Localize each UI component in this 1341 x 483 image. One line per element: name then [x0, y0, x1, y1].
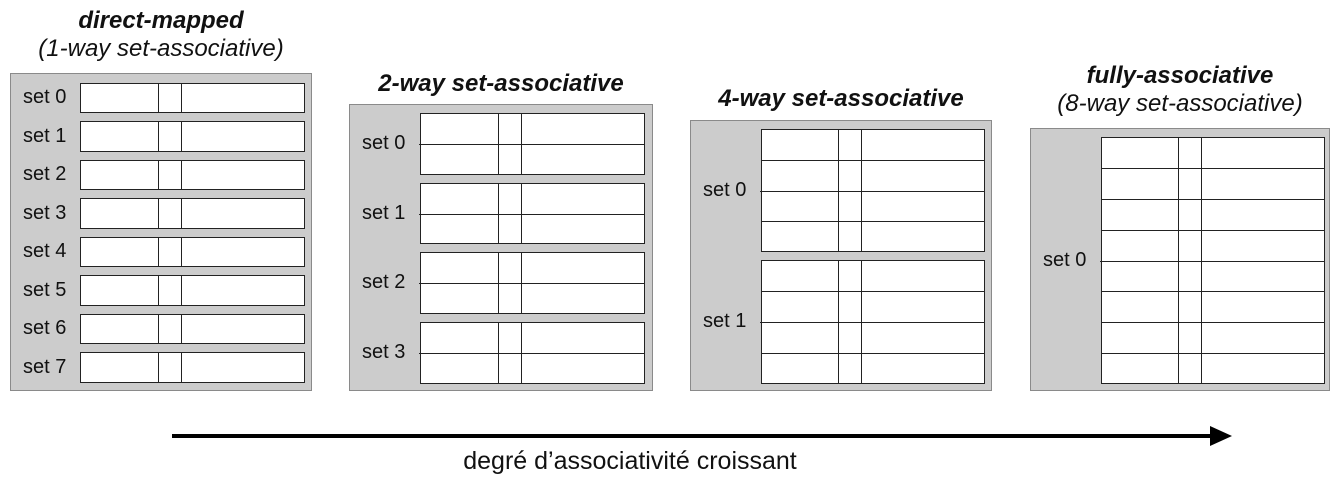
- field-separator: [181, 122, 182, 151]
- title-direct-mapped-sub: (1-way set-associative): [38, 35, 284, 62]
- title-2-way-main: 2-way set-associative: [378, 70, 624, 97]
- field-separator: [861, 130, 862, 251]
- set-label: set 2: [362, 271, 406, 293]
- way-separator: [762, 221, 984, 222]
- set-block: [80, 198, 305, 229]
- title-4-way-main: 4-way set-associative: [718, 85, 964, 112]
- set-block: [80, 314, 305, 344]
- field-separator: [158, 315, 159, 343]
- associativity-arrow-shaft: [172, 434, 1214, 438]
- set-label: set 0: [23, 86, 67, 108]
- set-block: [80, 237, 305, 267]
- field-separator: [1201, 138, 1202, 383]
- title-4-way: 4-way set-associative: [690, 85, 992, 113]
- field-separator: [158, 199, 159, 228]
- set-block: [1101, 137, 1325, 384]
- field-separator: [158, 122, 159, 151]
- set-label: set 4: [23, 240, 67, 262]
- set-label: set 7: [23, 355, 67, 378]
- field-separator: [158, 276, 159, 305]
- way-separator: [1102, 168, 1324, 169]
- way-separator: [762, 353, 984, 354]
- way-separator: [421, 214, 644, 215]
- way-separator: [762, 322, 984, 323]
- set-label: set 1: [23, 124, 67, 147]
- way-separator: [1102, 261, 1324, 262]
- set-block: [80, 275, 305, 306]
- set-label: set 0: [362, 132, 406, 154]
- set-block: [420, 322, 645, 384]
- set-label: set 1: [362, 201, 406, 224]
- way-separator: [421, 283, 644, 284]
- title-2-way: 2-way set-associative: [349, 70, 653, 98]
- set-label: set 0: [1043, 248, 1087, 271]
- set-block: [80, 121, 305, 152]
- set-label: set 0: [703, 178, 747, 201]
- way-separator: [762, 160, 984, 161]
- title-fully-associative-main: fully-associative: [1086, 62, 1274, 89]
- title-direct-mapped-main: direct-mapped: [78, 7, 244, 34]
- panel-2-way: set 0 set 1 set 2 set 3: [349, 104, 653, 391]
- associativity-arrow-head: [1210, 426, 1232, 446]
- set-block: [761, 260, 985, 384]
- arrow-caption: degré d’associativité croissant: [463, 447, 797, 475]
- field-separator: [158, 353, 159, 382]
- way-separator: [762, 291, 984, 292]
- way-separator: [421, 353, 644, 354]
- way-separator: [1102, 199, 1324, 200]
- field-separator: [181, 199, 182, 228]
- set-block: [80, 160, 305, 190]
- field-separator: [181, 276, 182, 305]
- way-separator: [1102, 230, 1324, 231]
- title-fully-associative-sub: (8-way set-associative): [1057, 90, 1303, 117]
- way-separator: [421, 144, 644, 145]
- panel-4-way: set 0 set 1: [690, 120, 992, 391]
- way-separator: [1102, 353, 1324, 354]
- set-label: set 2: [23, 163, 67, 185]
- set-block: [80, 352, 305, 383]
- field-separator: [158, 161, 159, 189]
- way-separator: [1102, 322, 1324, 323]
- title-fully-associative: fully-associative (8-way set-associative…: [1030, 62, 1330, 118]
- set-block: [420, 183, 645, 244]
- way-separator: [762, 191, 984, 192]
- set-block: [420, 252, 645, 314]
- field-separator: [838, 130, 839, 251]
- panel-fully-associative: set 0: [1030, 128, 1330, 391]
- field-separator: [181, 161, 182, 189]
- set-block: [420, 113, 645, 175]
- field-separator: [181, 84, 182, 112]
- set-label: set 6: [23, 317, 67, 339]
- field-separator: [181, 238, 182, 266]
- field-separator: [521, 184, 522, 243]
- field-separator: [158, 238, 159, 266]
- field-separator: [158, 84, 159, 112]
- field-separator: [498, 184, 499, 243]
- set-label: set 1: [703, 310, 747, 332]
- field-separator: [1178, 138, 1179, 383]
- set-block: [80, 83, 305, 113]
- title-direct-mapped: direct-mapped (1-way set-associative): [10, 7, 312, 63]
- set-block: [761, 129, 985, 252]
- field-separator: [181, 315, 182, 343]
- set-label: set 5: [23, 278, 67, 301]
- panel-direct-mapped: set 0 set 1 set 2 set 3 set 4 set 5 set 6 set 7: [10, 73, 312, 391]
- set-label: set 3: [362, 341, 406, 363]
- way-separator: [1102, 291, 1324, 292]
- field-separator: [181, 353, 182, 382]
- set-label: set 3: [23, 201, 67, 224]
